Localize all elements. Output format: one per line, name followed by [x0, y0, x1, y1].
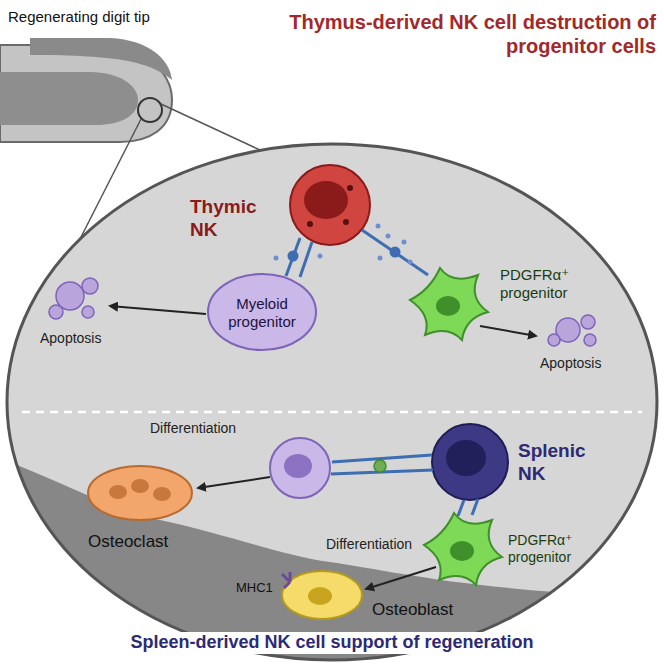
process-label: Differentiation: [150, 420, 236, 437]
pdgfra-cell: [410, 268, 488, 340]
marker-label: MHC1: [236, 580, 273, 596]
pdgfra-cell: [424, 513, 502, 585]
section-heading: Spleen-derived NK cell support of regene…: [124, 632, 539, 654]
cell-label: Osteoblast: [372, 600, 453, 620]
myeloid-cell: [208, 274, 316, 350]
osteoclast-cell: [88, 466, 192, 520]
splenic-nk-cell: [432, 424, 508, 500]
cell-label: Thymic NK: [190, 196, 275, 242]
myeloid-cell: [270, 438, 330, 498]
receptors: [331, 455, 478, 516]
receptors: [286, 230, 428, 277]
process-label: Apoptosis: [540, 355, 601, 372]
cell-label: Splenic NK: [518, 440, 603, 486]
arrow: [198, 477, 270, 488]
divider: [22, 411, 642, 414]
granules: [274, 224, 413, 265]
arrow: [110, 306, 206, 314]
osteoblast-cell: [282, 571, 362, 619]
process-label: Differentiation: [326, 536, 412, 553]
bone: [0, 455, 664, 664]
cell-label: PDGFRα⁺ progenitor: [500, 266, 595, 302]
cell-label: PDGFRα⁺ progenitor: [508, 532, 598, 566]
arrow: [366, 567, 436, 589]
cell-label: Myeloid progenitor: [210, 295, 314, 331]
section-heading: Thymus-derived NK cell destruction of pr…: [232, 10, 656, 58]
figure-label: Regenerating digit tip: [8, 8, 150, 26]
arrow: [480, 326, 536, 336]
thymic-nk-cell: [290, 165, 370, 245]
cell-label: Osteoclast: [88, 532, 168, 552]
process-label: Apoptosis: [40, 330, 101, 347]
